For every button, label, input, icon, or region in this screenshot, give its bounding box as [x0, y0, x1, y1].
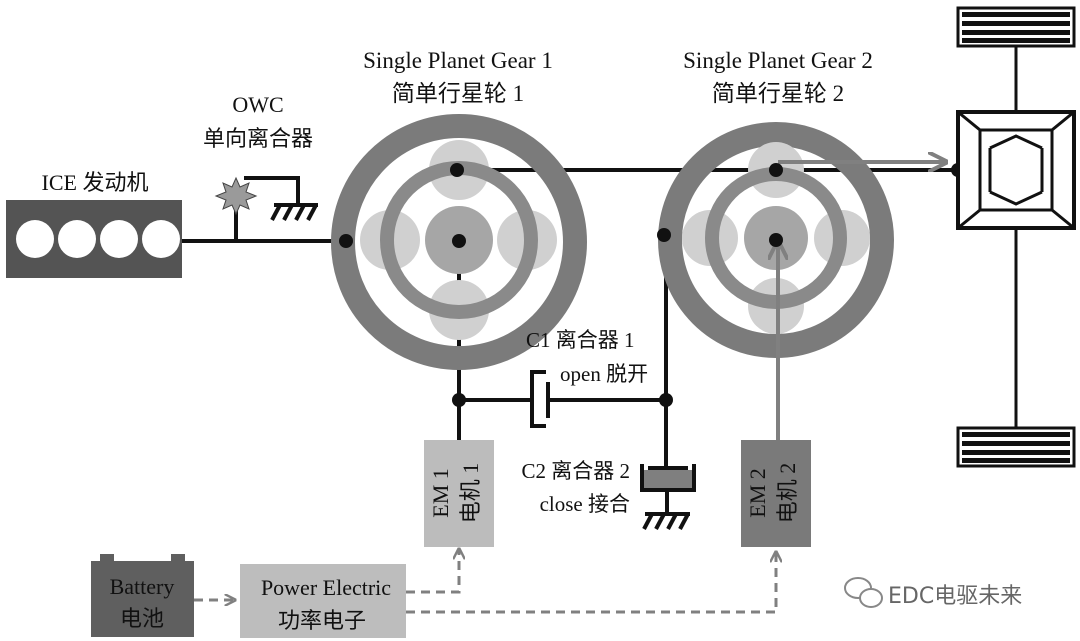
power-flow-arrows — [778, 162, 944, 440]
wheel-icon — [956, 6, 1076, 48]
pe-label-cn: 功率电子 — [278, 608, 366, 633]
ice-label: ICE 发动机 — [42, 170, 149, 195]
differential-icon — [956, 110, 1076, 230]
electrical-connections — [194, 550, 776, 614]
ground-icon — [244, 176, 318, 221]
owc-label-cn: 单向离合器 — [203, 126, 313, 151]
em1-label-en: EM 1 — [428, 468, 453, 518]
shaft-lines — [182, 40, 1018, 512]
pe-label-en: Power Electric — [261, 575, 391, 600]
owc-star-icon — [214, 176, 258, 216]
c2-clutch-icon — [640, 464, 696, 492]
battery-label-en: Battery — [110, 574, 175, 599]
c2-label-2: close 接合 — [540, 492, 630, 516]
c2-label-1: C2 离合器 2 — [521, 459, 630, 483]
em1-motor: EM 1 电机 1 — [424, 440, 494, 547]
em2-label-en: EM 2 — [745, 468, 770, 518]
junction-dots — [339, 163, 965, 407]
spg2-label-en: Single Planet Gear 2 — [683, 48, 873, 73]
wechat-icon — [844, 577, 883, 608]
c1-label-2: open 脱开 — [560, 362, 648, 386]
owc-label-en: OWC — [232, 92, 283, 117]
battery: Battery 电池 — [91, 554, 194, 637]
em2-motor: EM 2 电机 2 — [741, 440, 811, 547]
wheel-icon — [956, 426, 1076, 468]
power-electronics: Power Electric 功率电子 — [240, 564, 406, 638]
spg1-label-en: Single Planet Gear 1 — [363, 48, 553, 73]
spg1-label-cn: 简单行星轮 1 — [392, 81, 524, 106]
ice-engine — [6, 200, 182, 278]
watermark-text: EDC电驱未来 — [888, 584, 1022, 609]
battery-label-cn: 电池 — [120, 606, 164, 631]
c1-label-1: C1 离合器 1 — [526, 328, 635, 352]
spg2-label-cn: 简单行星轮 2 — [712, 81, 844, 106]
em1-label-cn: 电机 1 — [458, 463, 483, 524]
ground-icon — [642, 512, 690, 530]
c1-clutch-icon — [530, 370, 550, 428]
em2-label-cn: 电机 2 — [775, 463, 800, 524]
